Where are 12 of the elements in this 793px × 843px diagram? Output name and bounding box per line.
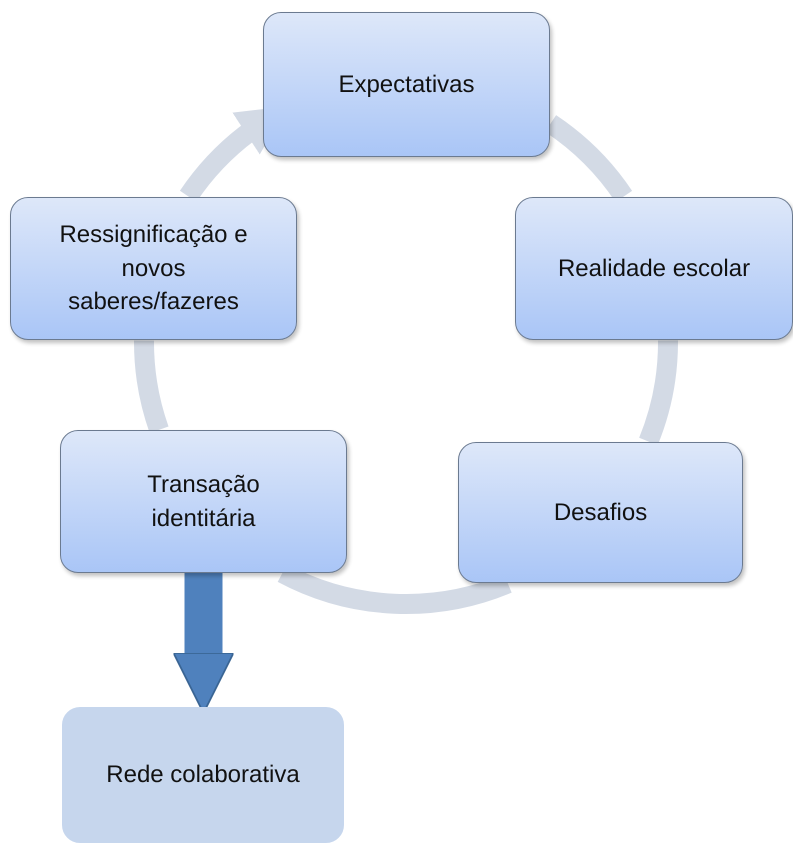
process-box [60,430,347,573]
box-label: Transação identitária [146,470,261,534]
box-label: Desafios [554,498,648,528]
box-label: Expectativas [338,70,475,100]
box-label: Realidade escolar [558,254,750,284]
process-box [515,197,793,340]
box-label: Rede colaborativa [106,760,300,790]
process-box [458,442,743,583]
box-label: Ressignificação e novos saberes/fazeres [58,220,249,318]
process-box [62,707,344,843]
process-box [10,197,297,340]
process-box [263,12,550,157]
